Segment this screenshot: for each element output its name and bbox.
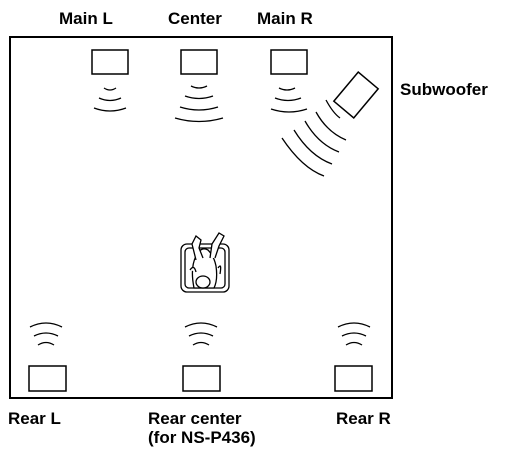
room-outline [9,36,393,399]
speaker-main-l [91,49,129,112]
label-main-r: Main R [257,9,313,28]
speaker-rear-center [182,322,221,392]
label-rear-l: Rear L [8,409,61,428]
label-main-l: Main L [59,9,113,28]
label-subwoofer: Subwoofer [400,80,488,99]
speaker-subwoofer [281,71,380,177]
speaker-rear-l [28,322,67,392]
label-rear-center: Rear center [148,409,242,428]
listener-icon [180,232,230,293]
label-center: Center [168,9,222,28]
speaker-main-r [270,49,308,113]
speaker-center [174,49,224,123]
speaker-rear-r [334,322,373,392]
label-rear-r: Rear R [336,409,391,428]
label-rear-center-note: (for NS-P436) [148,428,256,447]
